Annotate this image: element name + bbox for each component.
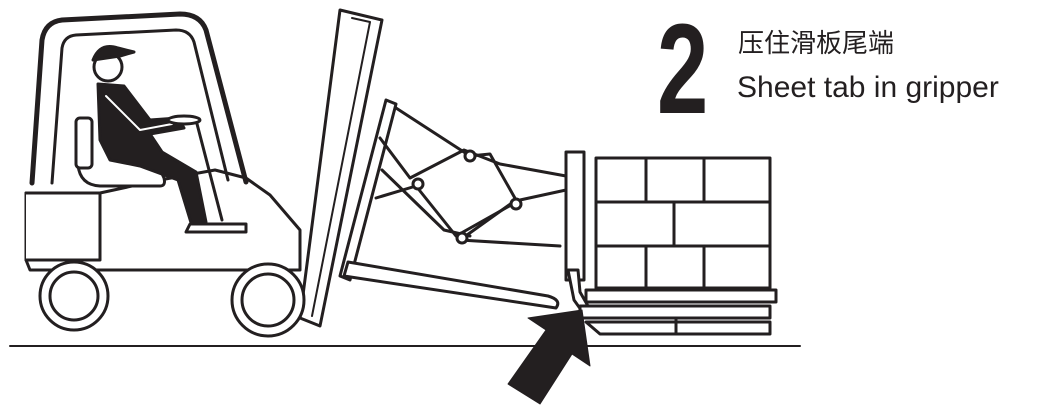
step-number: 2 (657, 0, 715, 140)
front-wheel (232, 264, 304, 336)
load-boxes (596, 158, 770, 288)
pointer-arrow-icon (508, 310, 590, 404)
push-pull-attachment (340, 100, 606, 318)
forklift-body (26, 14, 300, 270)
step-title-zh: 压住滑板尾端 (738, 28, 894, 60)
step-title-en: Sheet tab in gripper (737, 71, 999, 105)
rear-wheel (40, 262, 108, 330)
slip-sheet-pallet (580, 290, 776, 334)
